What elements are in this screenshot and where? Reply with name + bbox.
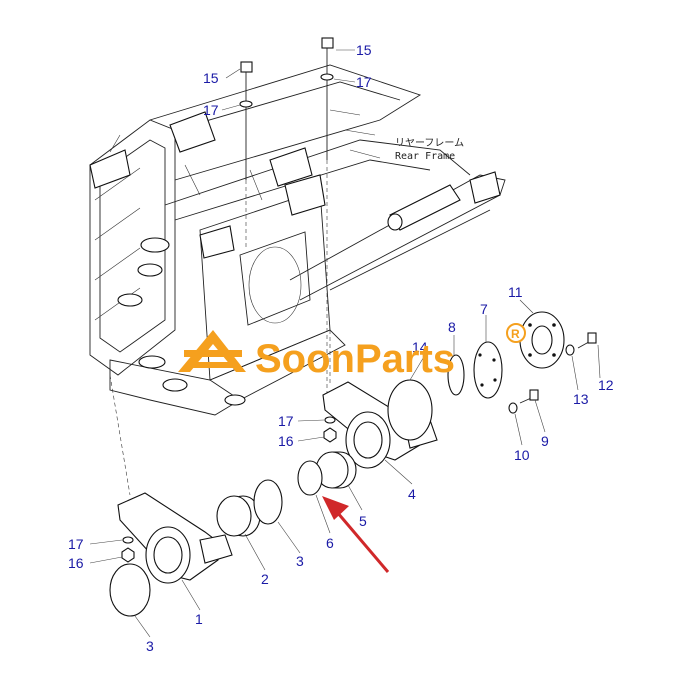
callout-12: 12 xyxy=(598,377,614,393)
callout-8: 8 xyxy=(448,319,456,335)
logo-text: SoonParts xyxy=(255,337,455,381)
cover-part-11 xyxy=(519,311,565,369)
callout-4: 4 xyxy=(408,486,416,502)
callout-16: 16 xyxy=(278,433,294,449)
ring-part-3-lower xyxy=(109,563,151,617)
ring-part-8 xyxy=(447,354,465,396)
washer-part-10 xyxy=(508,402,518,414)
soonparts-logo: SoonParts R xyxy=(178,323,526,381)
bolt-part-12 xyxy=(577,332,597,349)
support-part-4 xyxy=(322,381,438,469)
callout-3: 3 xyxy=(296,553,304,569)
callout-10: 10 xyxy=(514,447,530,463)
callout-17: 17 xyxy=(203,102,219,118)
ring-part-6 xyxy=(297,460,323,496)
callout-16: 16 xyxy=(68,555,84,571)
leader-lines xyxy=(89,49,601,638)
callout-15: 15 xyxy=(203,70,219,86)
washer-part-13 xyxy=(565,344,575,356)
callout-6: 6 xyxy=(326,535,334,551)
callout-2: 2 xyxy=(261,571,269,587)
nut-16-lower xyxy=(121,547,135,563)
support-part-1 xyxy=(117,492,233,584)
nut-16-upper xyxy=(323,427,337,443)
washer-17-lower xyxy=(122,536,134,544)
washer-17-upper xyxy=(324,416,336,424)
callout-11: 11 xyxy=(508,284,523,300)
bolt-15-right xyxy=(320,37,334,395)
callout-14: 14 xyxy=(412,339,428,355)
callout-15: 15 xyxy=(356,42,372,58)
bolt-15-left xyxy=(239,61,253,250)
bolt-part-9 xyxy=(519,389,539,404)
callout-17: 17 xyxy=(68,536,84,552)
bushing-part-2 xyxy=(216,495,261,537)
callout-17: 17 xyxy=(356,74,372,90)
callout-5: 5 xyxy=(359,513,367,529)
svg-text:R: R xyxy=(511,327,520,341)
callout-1: 1 xyxy=(195,611,203,627)
callout-7: 7 xyxy=(480,301,488,317)
callout-9: 9 xyxy=(541,433,549,449)
frame-label-jp: リヤーフレーム xyxy=(395,137,464,149)
ring-part-3-upper xyxy=(253,479,283,525)
rear-frame-drawing xyxy=(89,64,506,416)
callout-3: 3 xyxy=(146,638,154,654)
plate-part-7 xyxy=(473,341,503,399)
callout-17: 17 xyxy=(278,413,294,429)
registered-mark: R xyxy=(506,323,526,343)
callout-13: 13 xyxy=(573,391,589,407)
frame-label-en: Rear Frame xyxy=(395,151,455,162)
seal-part-14 xyxy=(387,379,433,441)
bushing-part-5 xyxy=(315,451,357,489)
callout-numbers: 15 17 15 17 11 7 8 14 12 13 9 10 17 16 4… xyxy=(68,42,614,654)
highlight-arrow xyxy=(322,496,390,573)
logo-mark-icon xyxy=(178,330,246,372)
